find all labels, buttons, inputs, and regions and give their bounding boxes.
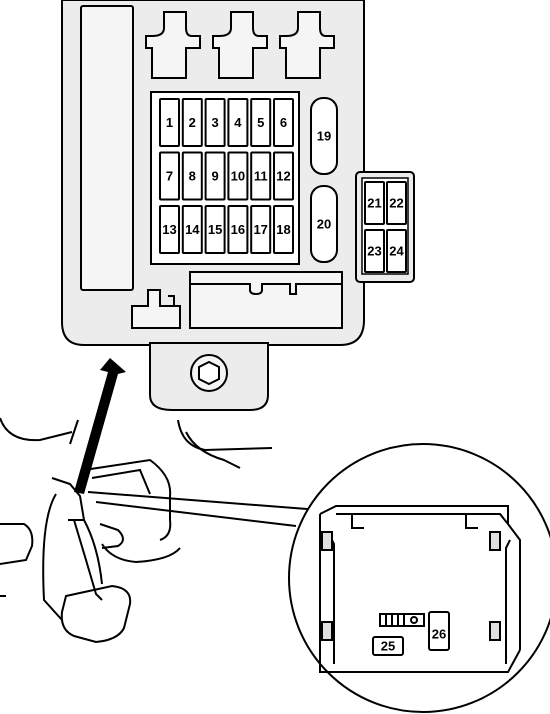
relay-socket-1 xyxy=(145,11,201,79)
fuse-14 xyxy=(181,205,203,254)
fuse-17-label: 17 xyxy=(253,222,267,237)
fuse-1 xyxy=(159,98,180,147)
fuse-24-label: 24 xyxy=(389,243,404,258)
small-connector xyxy=(131,289,181,329)
fuse-22-label: 22 xyxy=(389,195,403,210)
detail-view: 26 25 xyxy=(288,443,550,713)
fuse-9-label: 9 xyxy=(211,168,218,183)
fuse-25-label: 25 xyxy=(381,638,395,653)
fuse-19-label: 19 xyxy=(317,128,331,143)
fuse-4-label: 4 xyxy=(234,115,242,130)
fuse-11 xyxy=(250,151,272,201)
fuse-3-label: 3 xyxy=(211,115,218,130)
vehicle-interior-sketch xyxy=(0,417,181,644)
relay-socket-3 xyxy=(279,11,335,79)
fuse-18 xyxy=(273,205,294,254)
fuse-12 xyxy=(273,151,294,201)
fuse-15 xyxy=(204,205,226,254)
fuse-9 xyxy=(204,151,226,201)
fuse-18-label: 18 xyxy=(276,222,290,237)
fuse-22 xyxy=(386,181,407,225)
fuse-26 xyxy=(428,611,450,651)
long-slot xyxy=(80,5,134,291)
dashboard-outline xyxy=(177,419,273,469)
fuse-10-label: 10 xyxy=(231,168,245,183)
fuse-13 xyxy=(159,205,180,254)
fuse-17 xyxy=(250,205,272,254)
fuse-8-label: 8 xyxy=(189,168,196,183)
pointer-arrow xyxy=(74,358,126,494)
fuse-16-label: 16 xyxy=(231,222,245,237)
fuse-2 xyxy=(181,98,203,147)
fuse-25 xyxy=(372,636,404,656)
fuse-20 xyxy=(310,185,338,263)
detail-circle xyxy=(288,443,550,713)
fuse-20-label: 20 xyxy=(317,216,331,231)
fuse-7 xyxy=(159,151,180,201)
side-fuse-grid: 21 22 23 24 xyxy=(364,181,407,273)
fuse-6 xyxy=(273,98,294,147)
fuse-14-label: 14 xyxy=(185,222,200,237)
fuse-7-label: 7 xyxy=(166,168,173,183)
fuse-3 xyxy=(204,98,226,147)
fuse-8 xyxy=(181,151,203,201)
fuse-2-label: 2 xyxy=(189,115,196,130)
relay-sockets xyxy=(145,11,335,79)
connector-area xyxy=(131,271,343,329)
fuse-16 xyxy=(227,205,249,254)
fuse-5-label: 5 xyxy=(257,115,264,130)
fuse-5 xyxy=(250,98,272,147)
fuse-24 xyxy=(386,229,407,273)
fuse-15-label: 15 xyxy=(208,222,222,237)
fuse-12-label: 12 xyxy=(276,168,290,183)
fuse-19 xyxy=(310,97,338,175)
mounting-bolt xyxy=(190,354,228,392)
fuse-23-label: 23 xyxy=(367,243,381,258)
fuse-13-label: 13 xyxy=(162,222,176,237)
fuse-10 xyxy=(227,151,249,201)
fuse-23 xyxy=(364,229,385,273)
fuse-6-label: 6 xyxy=(280,115,287,130)
fuse-11-label: 11 xyxy=(254,168,268,183)
fuse-26-label: 26 xyxy=(432,626,446,641)
fuse-21-label: 21 xyxy=(367,195,381,210)
leader-lines xyxy=(87,491,321,527)
relay-socket-2 xyxy=(212,11,268,79)
fuse-1-label: 1 xyxy=(166,115,173,130)
fuse-21 xyxy=(364,181,385,225)
connector-block xyxy=(189,271,343,329)
fuse-4 xyxy=(227,98,249,147)
